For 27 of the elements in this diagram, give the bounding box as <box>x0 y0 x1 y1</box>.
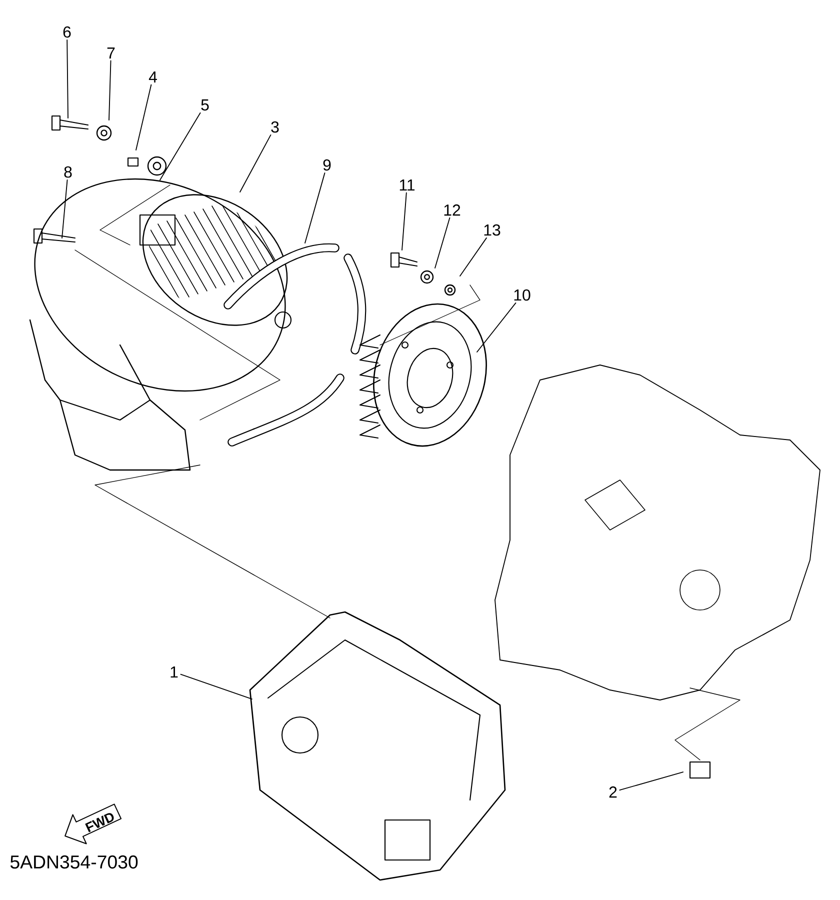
callout-number: 5 <box>201 99 209 111</box>
callout-number: 13 <box>484 224 500 236</box>
leader-line <box>62 179 68 238</box>
leader-line <box>476 302 516 352</box>
leader-line <box>304 172 326 244</box>
callout-number: 1 <box>170 666 178 678</box>
callout-number: 3 <box>271 121 279 133</box>
callout-number: 4 <box>148 72 157 82</box>
leader-line <box>180 674 252 700</box>
callout-number: 6 <box>63 26 71 38</box>
callout-number: 11 <box>400 180 415 190</box>
leader-line <box>460 237 487 276</box>
callout-number: 10 <box>514 289 530 301</box>
callout-number: 8 <box>64 166 72 178</box>
leader-line <box>619 772 684 791</box>
leader-line <box>136 84 152 150</box>
callout-number: 7 <box>107 48 115 58</box>
callout-number: 2 <box>609 786 617 798</box>
leader-line <box>108 60 112 120</box>
part-code: 5ADN354-7030 <box>10 855 138 869</box>
leader-line <box>240 134 272 192</box>
callout-number: 12 <box>444 204 460 216</box>
callout-number: 9 <box>323 159 331 171</box>
leader-line <box>402 192 407 250</box>
leader-line <box>66 39 68 118</box>
leader-line <box>434 217 450 268</box>
leader-line <box>160 112 201 180</box>
